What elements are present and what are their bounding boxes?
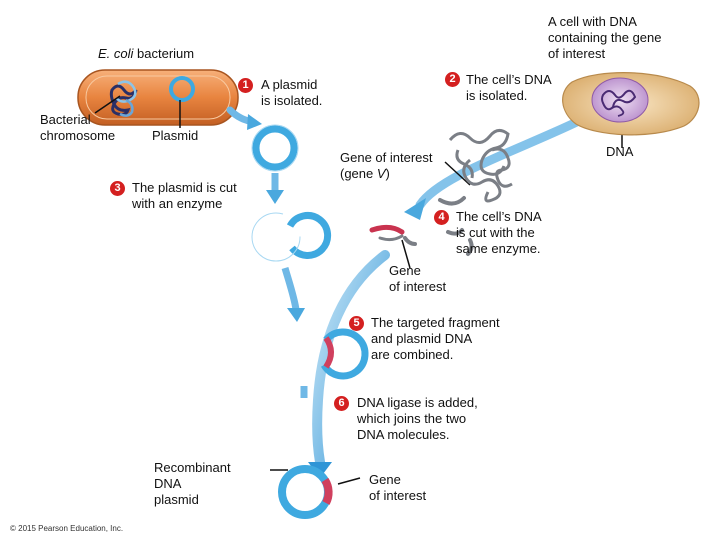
gene-v-label: Gene of interest (gene V) bbox=[340, 150, 433, 181]
step-6-badge: 6 bbox=[334, 396, 349, 411]
step-3-badge: 3 bbox=[110, 181, 125, 196]
step-2-text: The cell’s DNA is isolated. bbox=[466, 72, 552, 103]
gene-final-label: Gene of interest bbox=[369, 472, 427, 503]
ecoli-bacterium bbox=[77, 69, 239, 126]
step-5-badge: 5 bbox=[349, 316, 364, 331]
bacterium-plasmid-shape bbox=[169, 76, 195, 102]
copyright: © 2015 Pearson Education, Inc. bbox=[10, 524, 124, 533]
step-6-text: DNA ligase is added, which joins the two… bbox=[357, 395, 478, 442]
donor-cell bbox=[562, 72, 700, 136]
bacterial-chromosome-shape bbox=[109, 84, 138, 116]
plasmid-label: Plasmid bbox=[152, 128, 199, 143]
donor-cell-label: A cell with DNA containing the gene of i… bbox=[548, 14, 662, 61]
cut-dna-fragments bbox=[369, 196, 474, 256]
ecoli-label: E. coli bacterium bbox=[98, 46, 195, 61]
step-5-text: The targeted fragment and plasmid DNA ar… bbox=[371, 315, 500, 362]
step-1-badge: 1 bbox=[238, 78, 253, 93]
gene-fragment-label: Gene of interest bbox=[389, 263, 447, 294]
recombinant-plasmid-shape bbox=[278, 465, 333, 519]
plasmid-ring-combined bbox=[320, 328, 369, 380]
bacterial-chromosome-label: Bacterial chromosome bbox=[40, 112, 116, 143]
plasmid-ring-cut bbox=[286, 212, 332, 259]
step-4-text: The cell’s DNA is cut with the same enzy… bbox=[456, 209, 542, 256]
step-2-badge: 2 bbox=[445, 72, 460, 87]
step-3-text: The plasmid is cut with an enzyme bbox=[132, 180, 237, 211]
plasmid-ring-isolated bbox=[252, 125, 298, 171]
dna-label: DNA bbox=[606, 144, 634, 159]
step-1-text: A plasmid is isolated. bbox=[261, 77, 323, 108]
step-4-badge: 4 bbox=[434, 210, 449, 225]
recombinant-label: Recombinant DNA plasmid bbox=[154, 460, 231, 507]
isolated-cell-dna bbox=[448, 129, 513, 203]
process-arrow bbox=[308, 113, 590, 478]
